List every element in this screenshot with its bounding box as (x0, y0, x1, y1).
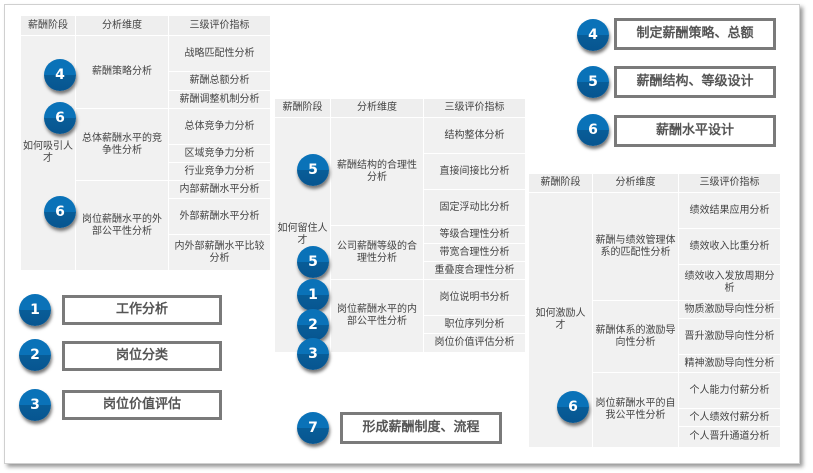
indicator-cell: 物质激励导向性分析 (678, 300, 781, 319)
indicator-cell: 战略匹配性分析 (168, 35, 271, 72)
indicator-cell: 内外部薪酬水平比较分析 (168, 234, 271, 271)
column-header: 三级评价指标 (678, 173, 781, 193)
step-number-badge: 4 (577, 19, 609, 51)
table-badge: 3 (297, 338, 329, 370)
table-badge: 6 (44, 102, 76, 134)
indicator-cell: 绩效收入比重分析 (678, 228, 781, 265)
column-header: 薪酬阶段 (274, 98, 331, 118)
column-header: 分析维度 (75, 15, 169, 36)
step-number-badge: 2 (19, 339, 51, 371)
column-header: 薪酬阶段 (20, 15, 76, 36)
indicator-cell: 个人绩效付薪分析 (678, 408, 781, 427)
indicator-cell: 绩效收入发放周期分析 (678, 264, 781, 301)
indicator-cell: 直接间接比分析 (423, 153, 526, 190)
indicator-cell: 等级合理性分析 (423, 225, 526, 244)
dimension-cell: 总体薪酬水平的竞争性分析 (75, 108, 169, 181)
indicator-cell: 薪酬调整机制分析 (168, 90, 271, 109)
step-number-badge: 1 (19, 294, 51, 326)
column-header: 薪酬阶段 (528, 173, 593, 193)
step-number-badge: 5 (577, 66, 609, 98)
step-number-badge: 7 (297, 412, 329, 444)
indicator-cell: 个人能力付薪分析 (678, 372, 781, 409)
indicator-cell: 行业竞争力分析 (168, 162, 271, 181)
table-badge: 1 (297, 279, 329, 311)
column-header: 分析维度 (330, 98, 424, 118)
evaluation-table-1: 薪酬阶段分析维度三级评价指标如何吸引人才薪酬策略分析战略匹配性分析薪酬总额分析薪… (20, 15, 271, 271)
table-row: 岗位价值评估分析 (275, 333, 526, 353)
indicator-cell: 职位序列分析 (423, 315, 526, 334)
table-row: 外部薪酬水平分析 (21, 198, 271, 235)
table-row: 总体薪酬水平的竞争性分析总体竞争力分析 (21, 108, 271, 181)
dimension-cell: 薪酬与绩效管理体系的匹配性分析 (592, 192, 679, 301)
table-row: 岗位薪酬水平的内部公平性分析岗位说明书分析 (275, 279, 526, 353)
table-badge: 6 (557, 391, 589, 423)
column-header: 三级评价指标 (423, 98, 526, 118)
table-row: 内外部薪酬水平比较分析 (21, 234, 271, 271)
indicator-cell: 结构整体分析 (423, 117, 526, 154)
table-row: 绩效收入发放周期分析 (529, 264, 781, 301)
table-row: 薪酬体系的激励导向性分析物质激励导向性分析 (529, 300, 781, 373)
indicator-cell: 区域竞争力分析 (168, 144, 271, 163)
table-row: 公司薪酬等级的合理性分析等级合理性分析 (275, 225, 526, 280)
dimension-cell: 薪酬体系的激励导向性分析 (592, 300, 679, 373)
indicator-cell: 总体竞争力分析 (168, 108, 271, 145)
dimension-cell: 公司薪酬等级的合理性分析 (330, 225, 424, 280)
table-row: 直接间接比分析 (275, 153, 526, 190)
indicator-cell: 岗位说明书分析 (423, 279, 526, 316)
indicator-cell: 内部薪酬水平分析 (168, 180, 271, 199)
step-label: 工作分析 (62, 295, 222, 325)
indicator-cell: 固定浮动比分析 (423, 189, 526, 226)
dimension-cell: 薪酬策略分析 (75, 35, 169, 109)
table-row: 如何留住人才薪酬结构的合理性分析结构整体分析 (274, 117, 526, 353)
column-header: 分析维度 (592, 173, 679, 193)
indicator-cell: 岗位价值评估分析 (423, 333, 526, 353)
dimension-cell: 岗位薪酬水平的外部公平性分析 (75, 180, 169, 271)
table-row: 如何吸引人才薪酬策略分析战略匹配性分析 (20, 35, 271, 271)
dimension-cell: 薪酬结构的合理性分析 (330, 117, 424, 226)
dimension-cell: 岗位薪酬水平的自我公平性分析 (592, 372, 679, 448)
table-badge: 2 (297, 309, 329, 341)
dimension-cell: 岗位薪酬水平的内部公平性分析 (330, 279, 424, 353)
step-label: 岗位价值评估 (62, 390, 222, 420)
table-row: 个人晋升通道分析 (529, 426, 781, 448)
table-badge: 6 (44, 196, 76, 228)
indicator-cell: 精神激励导向性分析 (678, 354, 781, 373)
indicator-cell: 带宽合理性分析 (423, 243, 526, 262)
table-badge: 5 (297, 246, 329, 278)
indicator-cell: 晋升激励导向性分析 (678, 318, 781, 355)
step-label: 薪酬水平设计 (614, 115, 776, 147)
step-number-badge: 3 (19, 389, 51, 421)
table-row: 岗位薪酬水平的外部公平性分析内部薪酬水平分析 (21, 180, 271, 271)
indicator-cell: 绩效结果应用分析 (678, 192, 781, 229)
indicator-cell: 个人晋升通道分析 (678, 426, 781, 448)
table-badge: 5 (297, 154, 329, 186)
step-number-badge: 6 (577, 114, 609, 146)
indicator-cell: 薪酬总额分析 (168, 71, 271, 91)
column-header: 三级评价指标 (168, 15, 271, 36)
step-label: 制定薪酬策略、总额 (614, 18, 776, 50)
step-label: 岗位分类 (62, 341, 222, 371)
indicator-cell: 重叠度合理性分析 (423, 261, 526, 280)
indicator-cell: 外部薪酬水平分析 (168, 198, 271, 235)
table-row: 绩效收入比重分析 (529, 228, 781, 265)
step-label: 形成薪酬制度、流程 (340, 412, 502, 444)
table-row: 如何激励人才薪酬与绩效管理体系的匹配性分析绩效结果应用分析 (528, 192, 781, 448)
table-badge: 4 (44, 59, 76, 91)
step-label: 薪酬结构、等级设计 (614, 66, 776, 98)
